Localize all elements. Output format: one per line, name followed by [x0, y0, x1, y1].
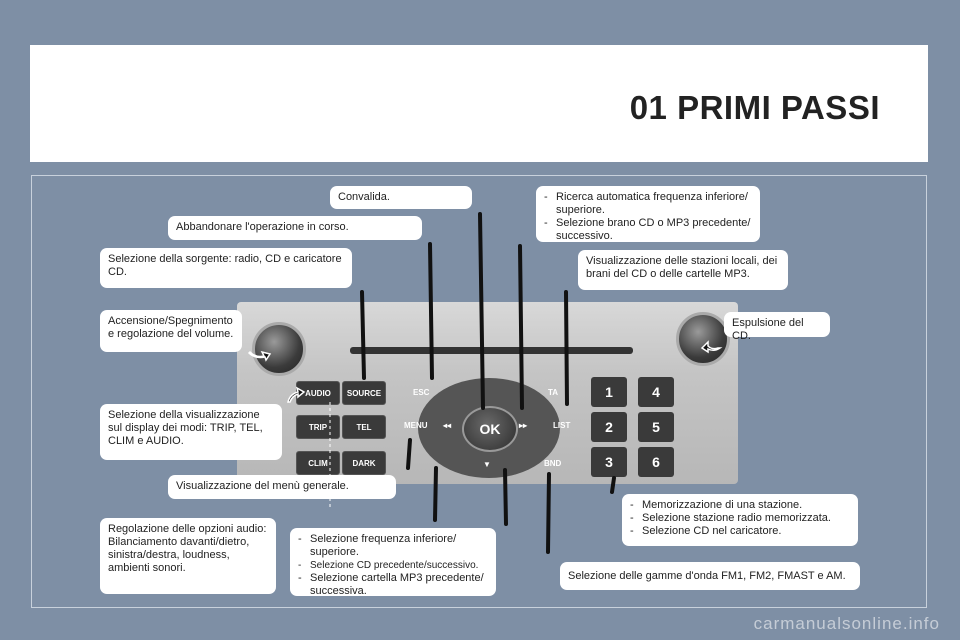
esc-button[interactable]: ESC	[413, 388, 430, 397]
ta-button[interactable]: TA	[548, 388, 559, 397]
callout-visualizzazione-modi: Selezione della visualizzazione sul disp…	[100, 404, 282, 460]
volume-knob[interactable]	[252, 322, 306, 376]
callout-abbandonare: Abbandonare l'operazione in corso.	[168, 216, 422, 240]
preset-6-button[interactable]: 6	[638, 447, 674, 477]
callout-memorizzazione: Memorizzazione di una stazione. Selezion…	[622, 494, 858, 546]
tel-button[interactable]: TEL	[342, 415, 386, 439]
callout-opzioni-audio: Regolazione delle opzioni audio: Bilanci…	[100, 518, 276, 594]
next-button[interactable]: ▸▸	[519, 421, 528, 430]
page-title: 01 PRIMI PASSI	[629, 89, 880, 126]
source-button[interactable]: SOURCE	[342, 381, 386, 405]
pointer-ricerca	[518, 244, 524, 410]
bnd-button[interactable]: BND	[544, 459, 562, 468]
frequenza-item: Selezione frequenza inferiore/ superiore…	[298, 533, 488, 559]
ricerca-item: Ricerca automatica frequenza inferiore/ …	[544, 191, 752, 217]
trip-button[interactable]: TRIP	[296, 415, 340, 439]
pointer-visualizzazione	[287, 386, 306, 403]
memorizzazione-item: Memorizzazione di una stazione.	[630, 499, 850, 512]
pointer-abbandonare	[428, 242, 434, 380]
callout-gamme: Selezione delle gamme d'onda FM1, FM2, F…	[560, 562, 860, 590]
callout-sorgente: Selezione della sorgente: radio, CD e ca…	[100, 248, 352, 288]
down-button[interactable]: ▼	[483, 460, 491, 469]
menu-button[interactable]: MENU	[404, 421, 428, 430]
audio-button[interactable]: AUDIO	[296, 381, 340, 405]
callout-accensione: Accensione/Spegnimento e regolazione del…	[100, 310, 242, 352]
pointer-frequenza	[503, 468, 508, 526]
dark-button[interactable]: DARK	[342, 451, 386, 475]
pointer-sorgente	[360, 290, 366, 380]
list-button[interactable]: LIST	[553, 421, 571, 430]
callout-espulsione: Espulsione del CD.	[724, 312, 830, 342]
pointer-espulsione	[700, 340, 723, 354]
pointer-gamme	[546, 472, 551, 554]
frequenza-item: Selezione cartella MP3 precedente/ succe…	[298, 572, 488, 598]
preset-3-button[interactable]: 3	[591, 447, 627, 477]
clim-button[interactable]: CLIM	[296, 451, 340, 475]
memorizzazione-item: Selezione stazione radio memorizzata.	[630, 512, 850, 525]
pointer-menu	[406, 438, 412, 470]
ok-button[interactable]: OK	[462, 406, 518, 452]
callout-stazioni-locali: Visualizzazione delle stazioni locali, d…	[578, 250, 788, 290]
pointer-memorizzazione	[610, 476, 616, 494]
content-panel	[31, 175, 927, 608]
cd-slot	[350, 347, 633, 354]
callout-frequenza: Selezione frequenza inferiore/ superiore…	[290, 528, 496, 598]
header-bar: 01 PRIMI PASSI	[30, 45, 928, 162]
preset-5-button[interactable]: 5	[638, 412, 674, 442]
pointer-accensione	[247, 350, 272, 362]
memorizzazione-item: Selezione CD nel caricatore.	[630, 525, 850, 538]
callout-menu-generale: Visualizzazione del menù generale.	[168, 475, 396, 499]
ricerca-item: Selezione brano CD o MP3 precedente/ suc…	[544, 217, 752, 243]
callout-convalida: Convalida.	[330, 186, 472, 209]
callout-ricerca: Ricerca automatica frequenza inferiore/ …	[536, 186, 760, 242]
prev-button[interactable]: ◂◂	[443, 421, 452, 430]
watermark: carmanualsonline.info	[753, 614, 940, 633]
preset-4-button[interactable]: 4	[638, 377, 674, 407]
eject-knob[interactable]	[676, 312, 730, 366]
pointer-stazioni	[564, 290, 569, 406]
pointer-convalida	[478, 212, 485, 410]
preset-2-button[interactable]: 2	[591, 412, 627, 442]
pointer-opzioni	[433, 466, 438, 522]
preset-1-button[interactable]: 1	[591, 377, 627, 407]
frequenza-item: Selezione CD precedente/successivo.	[298, 559, 488, 572]
